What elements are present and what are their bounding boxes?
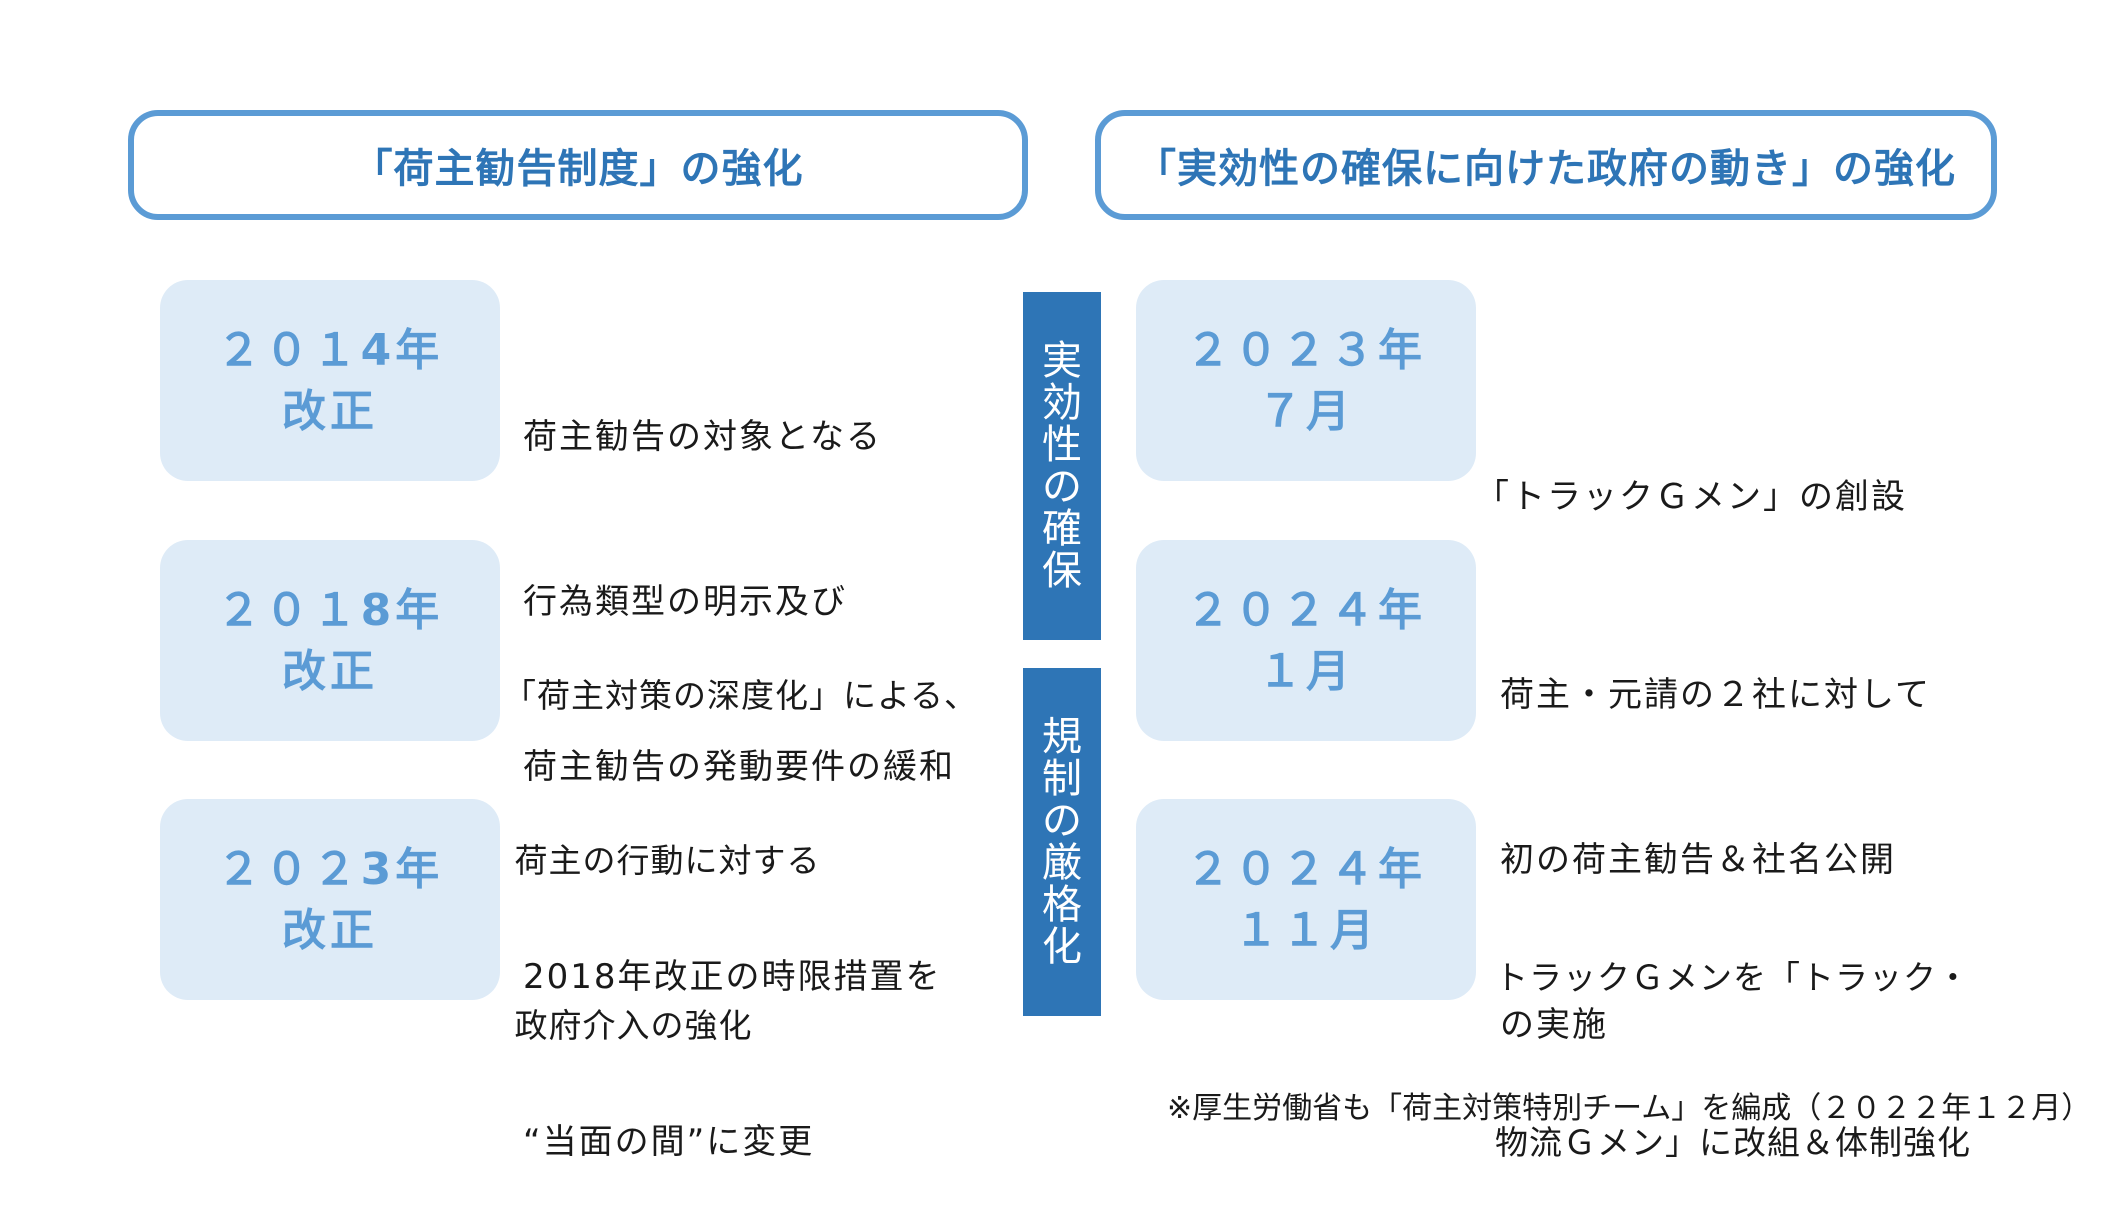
description-line: 初の荷主勧告＆社名公開 (1500, 840, 1896, 880)
year-box-right-2: ２０２４年 １月 (1136, 540, 1476, 741)
vertical-char: 実 (1042, 338, 1082, 384)
year-label: ２０２３年 (1186, 324, 1426, 376)
header-right-title: 「実効性の確保に向けた政府の動き」の強化 (1136, 146, 1956, 192)
year-sub-label: １月 (1258, 645, 1354, 697)
year-label: ２０２４年 (1186, 584, 1426, 636)
description-line: 「トラックＧメン」の創設 (1475, 477, 1907, 517)
year-box-left-1: ２０１4年 改正 (160, 280, 500, 481)
year-box-right-3: ２０２４年 １１月 (1136, 799, 1476, 1000)
description-line: の実施 (1500, 1005, 1608, 1045)
year-box-left-2: ２０１8年 改正 (160, 540, 500, 741)
vertical-char: 化 (1042, 924, 1082, 970)
description-line: トラックＧメンを「トラック・ (1495, 958, 1971, 997)
description-line: “当面の間”に変更 (523, 1122, 815, 1162)
description-left-3: 2018年改正の時限措置を “当面の間”に変更 (523, 840, 942, 1225)
vertical-char: 効 (1042, 380, 1082, 426)
vertical-char: 性 (1042, 422, 1082, 468)
header-left: 「荷主勧告制度」の強化 (128, 110, 1028, 220)
year-sub-label: 改正 (282, 645, 378, 697)
description-line: 「荷主対策の深度化」による、 (503, 676, 979, 715)
description-line: 行為類型の明示及び (523, 582, 847, 622)
footnote: ※厚生労働省も「荷主対策特別チーム」を編成（２０２２年１２月） (1167, 1091, 2092, 1126)
description-line: 荷主勧告の発動要件の緩和 (523, 747, 955, 787)
vertical-char: 制 (1042, 756, 1082, 802)
year-label: ２０２3年 (216, 843, 444, 895)
year-label: ２０２４年 (1186, 843, 1426, 895)
vertical-char: 厳 (1042, 840, 1082, 886)
vertical-char: 保 (1042, 548, 1082, 594)
description-left-1: 荷主勧告の対象となる 行為類型の明示及び 荷主勧告の発動要件の緩和 (523, 300, 955, 850)
description-left-2: 「荷主対策の深度化」による、 荷主の行動に対する 政府介入の強化 (503, 558, 978, 1108)
year-sub-label: 改正 (282, 904, 378, 956)
year-sub-label: ７月 (1258, 385, 1354, 437)
description-line: 荷主・元請の２社に対して (1500, 675, 1931, 715)
vertical-char: の (1042, 464, 1082, 510)
vertical-char: 確 (1042, 506, 1082, 552)
description-right-2: 荷主・元請の２社に対して 初の荷主勧告＆社名公開 の実施 (1500, 558, 1931, 1108)
description-line: 荷主の行動に対する (503, 841, 821, 880)
year-box-right-1: ２０２３年 ７月 (1136, 280, 1476, 481)
description-right-1: 「トラックＧメン」の創設 (1475, 360, 1907, 580)
header-right: 「実効性の確保に向けた政府の動き」の強化 (1095, 110, 1997, 220)
description-right-3: トラックＧメンを「トラック・ 物流Ｇメン」に改組＆体制強化 (1495, 840, 1971, 1225)
year-label: ２０１4年 (216, 324, 444, 376)
description-line: 2018年改正の時限措置を (523, 957, 942, 997)
vertical-char: 格 (1042, 882, 1082, 928)
vertical-char: 規 (1042, 714, 1082, 760)
year-sub-label: 改正 (282, 385, 378, 437)
vertical-label-effectiveness: 実 効 性 の 確 保 (1023, 292, 1101, 640)
description-line: 荷主勧告の対象となる (523, 417, 882, 457)
year-label: ２０１8年 (216, 584, 444, 636)
year-box-left-3: ２０２3年 改正 (160, 799, 500, 1000)
description-line: 物流Ｇメン」に改組＆体制強化 (1495, 1123, 1971, 1162)
vertical-label-regulation: 規 制 の 厳 格 化 (1023, 668, 1101, 1016)
header-left-title: 「荷主勧告制度」の強化 (352, 146, 804, 192)
vertical-char: の (1042, 798, 1082, 844)
year-sub-label: １１月 (1234, 904, 1378, 956)
description-line: 政府介入の強化 (503, 1006, 753, 1045)
